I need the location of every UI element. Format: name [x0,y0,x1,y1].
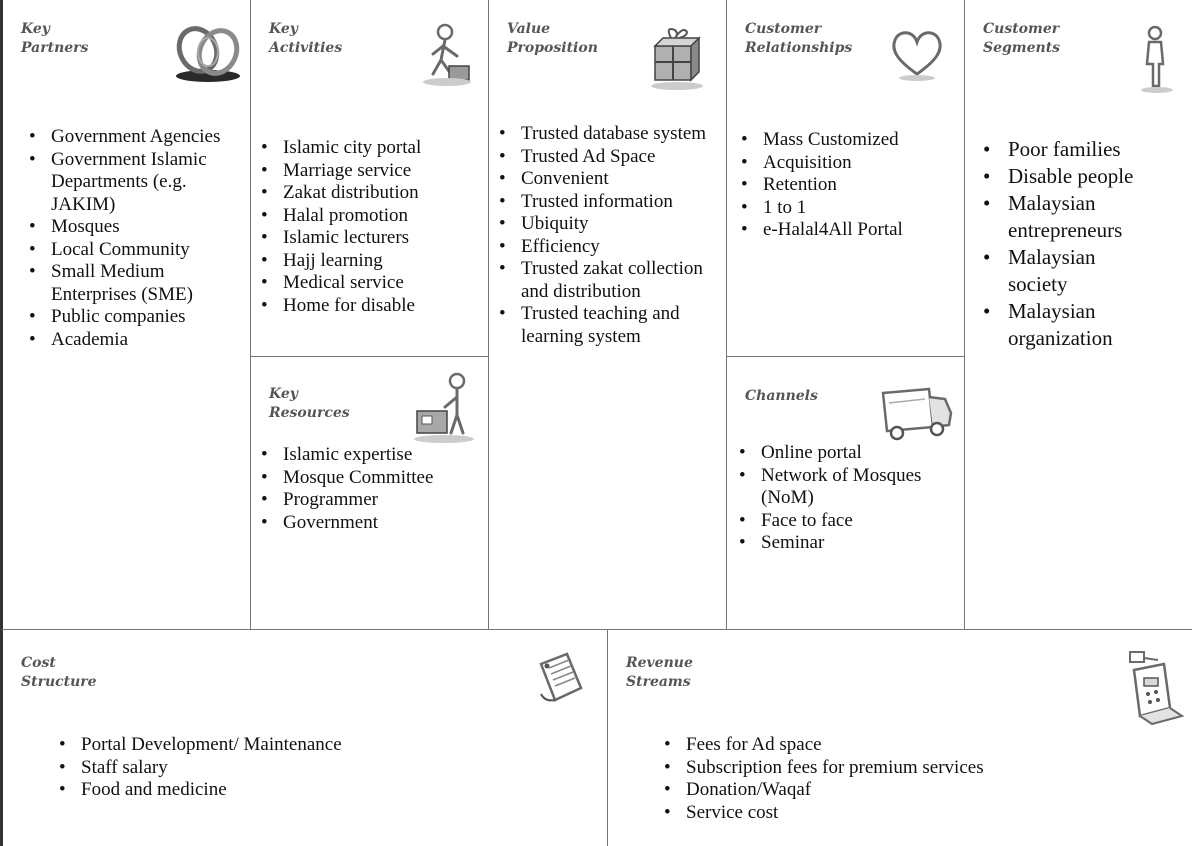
cost-structure-title: Cost Structure [21,655,97,690]
customer-segments-title: Customer Segments [983,21,1061,56]
list-item: Convenient [497,168,722,191]
value-proposition-title: Value Proposition [507,21,598,56]
list-item: Malaysian society [981,244,1158,298]
list-item: Hajj learning [259,250,484,273]
channels-list: Online portal Network of Mosques (NoM) F… [737,442,959,555]
list-item: Halal promotion [259,205,484,228]
list-item: Mass Customized [739,129,957,152]
list-item: Mosque Committee [259,467,487,490]
list-item: Zakat distribution [259,182,484,205]
list-item: Poor families [981,136,1186,163]
list-item: Disable people [981,163,1186,190]
list-item: Mosques [27,216,243,239]
key-resources-block: Key Resources Islamic expertise Mosque C… [251,357,489,630]
list-item: Seminar [737,532,959,555]
customer-relationships-title: Customer Relationships [745,21,853,56]
person-with-machine-icon [409,371,479,445]
list-item: Trusted database system [497,123,722,146]
customer-relationships-block: Customer Relationships Mass Customized A… [727,0,965,357]
list-item: Portal Development/ Maintenance [57,734,497,757]
delivery-truck-icon [877,379,957,445]
list-item: Government [259,512,487,535]
person-icon [1137,24,1177,94]
revenue-streams-list: Fees for Ad space Subscription fees for … [662,734,1162,824]
worker-icon [419,22,475,88]
customer-segments-block: Customer Segments Poor families Disable … [965,0,1192,630]
list-item: Donation/Waqaf [662,779,1162,802]
list-item: Trusted Ad Space [497,146,722,169]
cash-register-icon [1124,646,1188,732]
list-item: Islamic lecturers [259,227,484,250]
key-activities-title: Key Activities [269,21,343,56]
value-proposition-block: Value Proposition Trusted database syste… [489,0,727,630]
revenue-streams-title: Revenue Streams [626,655,693,690]
list-item: Malaysian entrepreneurs [981,190,1158,244]
linked-rings-icon [168,22,248,84]
cost-structure-block: Cost Structure Portal Development/ Maint… [0,630,608,846]
key-resources-list: Islamic expertise Mosque Committee Progr… [259,444,487,534]
revenue-streams-block: Revenue Streams Fees for Ad space Subscr… [608,630,1192,846]
list-item: Fees for Ad space [662,734,1162,757]
list-item: Public companies [27,306,243,329]
cost-structure-list: Portal Development/ Maintenance Staff sa… [57,734,497,802]
list-item: Network of Mosques (NoM) [737,465,946,510]
list-item: Small Medium Enterprises (SME) [27,261,243,306]
customer-relationships-list: Mass Customized Acquisition Retention 1 … [739,129,957,242]
list-item: Islamic city portal [259,137,484,160]
list-item: Local Community [27,239,243,262]
list-item: Efficiency [497,236,722,259]
key-partners-title: Key Partners [21,21,89,56]
list-item: e-Halal4All Portal [739,219,903,242]
list-item: Trusted zakat collection and distributio… [497,258,722,303]
list-item: Home for disable [259,295,484,318]
list-item: Government Agencies [27,126,243,149]
list-item: Ubiquity [497,213,722,236]
list-item: Trusted information [497,191,722,214]
price-tag-icon [531,650,587,706]
list-item: Medical service [259,272,484,295]
list-item: Retention [739,174,957,197]
key-partners-block: Key Partners Government Agencies Governm… [0,0,251,630]
list-item: Food and medicine [57,779,497,802]
list-item: 1 to 1 [739,197,957,220]
list-item: Malaysian organization [981,298,1158,352]
list-item: Face to face [737,510,959,533]
value-proposition-list: Trusted database system Trusted Ad Space… [497,123,722,348]
channels-title: Channels [745,388,818,404]
list-item: Marriage service [259,160,484,183]
list-item: Programmer [259,489,487,512]
list-item: Staff salary [57,757,497,780]
customer-segments-list: Poor families Disable people Malaysian e… [981,136,1186,352]
list-item: Academia [27,329,243,352]
list-item: Trusted teaching and learning system [497,303,722,348]
gift-package-icon [641,22,711,92]
list-item: Service cost [662,802,1162,825]
heart-icon [887,26,947,82]
list-item: Subscription fees for premium services [662,757,1162,780]
list-item: Government Islamic Departments (e.g. JAK… [27,149,243,217]
key-activities-block: Key Activities Islamic city portal Marri… [251,0,489,357]
list-item: Acquisition [739,152,957,175]
key-activities-list: Islamic city portal Marriage service Zak… [259,137,484,317]
key-partners-list: Government Agencies Government Islamic D… [27,126,243,351]
list-item: Online portal [737,442,959,465]
key-resources-title: Key Resources [269,386,350,421]
channels-block: Channels Online portal Network of Mosque… [727,357,965,630]
list-item: Islamic expertise [259,444,487,467]
